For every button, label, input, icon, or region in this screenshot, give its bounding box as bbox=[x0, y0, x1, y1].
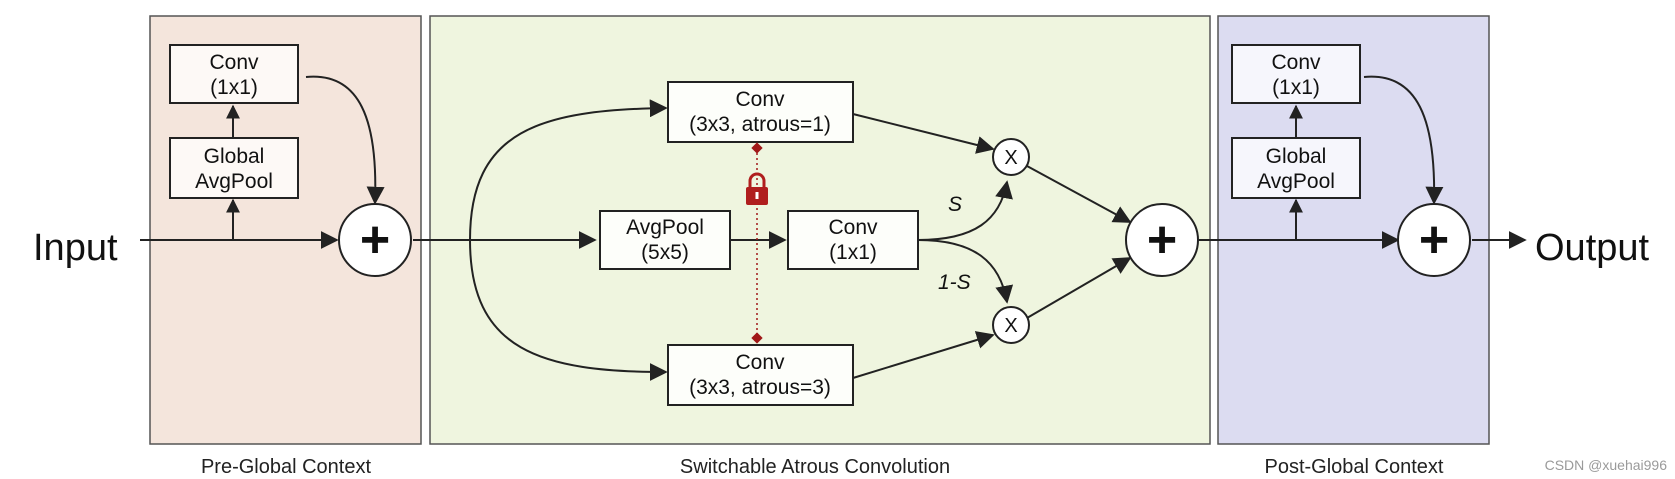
edge-mult-top-to-plus bbox=[1026, 165, 1132, 223]
input-label: Input bbox=[33, 227, 118, 269]
sac-label: Switchable Atrous Convolution bbox=[680, 456, 950, 478]
sac-plus-symbol: + bbox=[1147, 211, 1177, 269]
conv-atrous1-line1: Conv bbox=[735, 88, 785, 111]
edge-mult-bottom-to-plus bbox=[1026, 257, 1132, 319]
output-label: Output bbox=[1535, 227, 1650, 269]
post-gap-line1: Global bbox=[1266, 145, 1327, 168]
edge-conv-bottom-to-mult bbox=[852, 331, 995, 379]
post-plus-symbol: + bbox=[1419, 211, 1449, 269]
post-gap-line2: AvgPool bbox=[1257, 170, 1335, 193]
mult-bottom-node bbox=[992, 306, 1030, 344]
pre-conv-1x1-box bbox=[169, 44, 299, 104]
conv-atrous1-box bbox=[667, 81, 854, 143]
avgpool-line1: AvgPool bbox=[626, 216, 704, 239]
mult-top-symbol: X bbox=[1004, 147, 1017, 169]
conv-switch-line2: (1x1) bbox=[829, 241, 877, 264]
post-plus-node bbox=[1397, 203, 1471, 277]
edge-switch-s bbox=[917, 180, 1013, 241]
edge-post-conv-to-plus bbox=[1363, 75, 1444, 205]
conv-switch-line1: Conv bbox=[828, 216, 878, 239]
post-gap-box bbox=[1231, 137, 1361, 199]
one-minus-s-label: 1-S bbox=[938, 271, 971, 294]
pre-plus-node bbox=[338, 203, 412, 277]
edge-pre-conv-to-plus bbox=[305, 75, 385, 205]
mult-top-node bbox=[992, 138, 1030, 176]
pre-conv-line2: (1x1) bbox=[210, 76, 258, 99]
lock-icon bbox=[746, 172, 768, 205]
lock-link-top-diamond bbox=[751, 142, 763, 154]
conv-1x1-switch-box bbox=[787, 210, 919, 270]
conv-atrous3-box bbox=[667, 344, 854, 406]
mult-bottom-symbol: X bbox=[1004, 315, 1017, 337]
pre-gap-line1: Global bbox=[204, 145, 265, 168]
post-conv-1x1-box bbox=[1231, 44, 1361, 104]
avgpool-line2: (5x5) bbox=[641, 241, 689, 264]
watermark: CSDN @xuehai996 bbox=[1545, 457, 1668, 473]
lock-link-bottom-diamond bbox=[751, 332, 763, 344]
avgpool-5x5-box bbox=[599, 210, 731, 270]
post-conv-line1: Conv bbox=[1271, 51, 1321, 74]
pre-gap-line2: AvgPool bbox=[195, 170, 273, 193]
edge-split-to-conv-top bbox=[469, 99, 668, 241]
edge-conv-top-to-mult bbox=[852, 113, 995, 154]
edge-switch-1-minus-s bbox=[917, 239, 1014, 304]
sac-plus-node bbox=[1125, 203, 1199, 277]
pre-conv-line1: Conv bbox=[209, 51, 259, 74]
conv-atrous3-line1: Conv bbox=[735, 351, 785, 374]
pre-plus-symbol: + bbox=[360, 211, 390, 269]
edge-split-to-conv-bottom bbox=[469, 239, 668, 381]
pre-gap-box bbox=[169, 137, 299, 199]
conv-atrous1-line2: (3x3, atrous=1) bbox=[689, 113, 831, 136]
s-label: S bbox=[948, 193, 962, 216]
conv-atrous3-line2: (3x3, atrous=3) bbox=[689, 376, 831, 399]
post-conv-line2: (1x1) bbox=[1272, 76, 1320, 99]
pre-global-context-label: Pre-Global Context bbox=[201, 456, 372, 478]
post-global-context-label: Post-Global Context bbox=[1265, 456, 1444, 478]
